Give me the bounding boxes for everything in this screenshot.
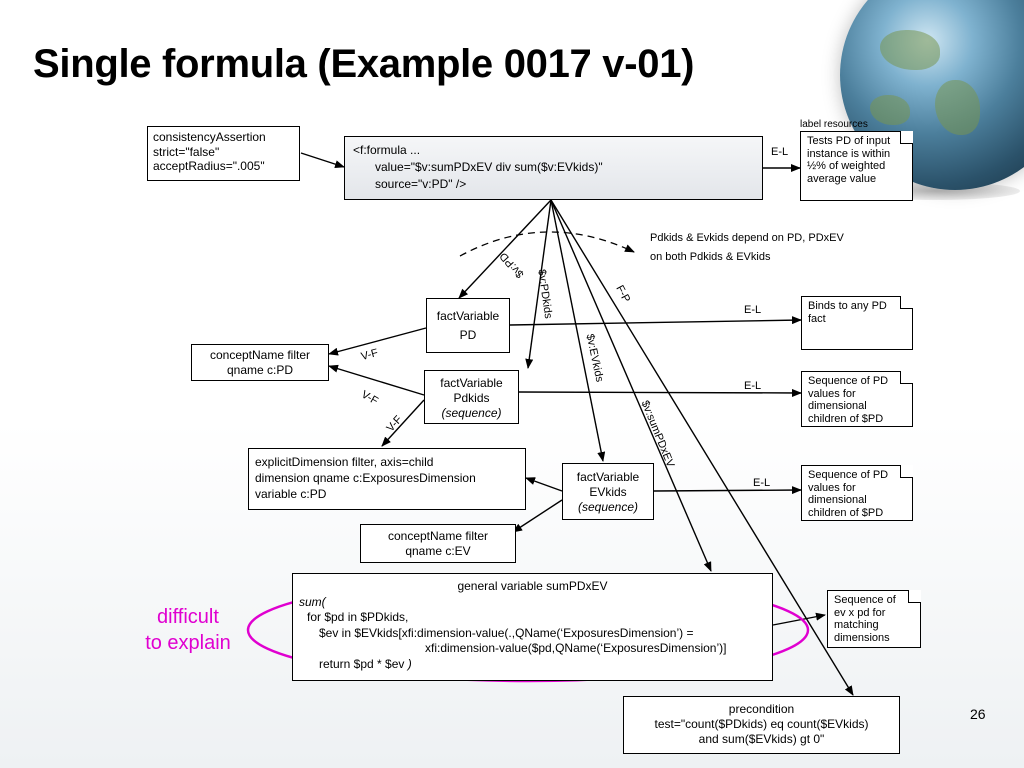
precondition-line-3: and sum($EVkids) gt 0" bbox=[698, 732, 825, 746]
factvariable-evkids-box: factVariable EVkids (sequence) bbox=[562, 463, 654, 520]
edge-label-el-evkids: E-L bbox=[753, 477, 771, 489]
conceptname-ev-box: conceptName filter qname c:EV bbox=[360, 524, 516, 563]
consistency-line-2: strict="false" bbox=[153, 144, 220, 159]
pd-label-line-2: fact bbox=[808, 312, 826, 325]
note-fold-icon bbox=[900, 371, 913, 384]
annotation-line-2: to explain bbox=[145, 632, 231, 654]
general-variable-box: general variable sumPDxEV sum( for $pd i… bbox=[292, 573, 773, 681]
conceptname-pd-line-1: conceptName filter bbox=[209, 348, 311, 362]
evkids-label-line-1: Sequence of PD bbox=[808, 469, 889, 481]
annotation-line-1: difficult bbox=[157, 606, 219, 628]
pd-label-note: Binds to any PD fact bbox=[801, 296, 913, 350]
page-number: 26 bbox=[970, 706, 986, 722]
evkids-label-note: Sequence of PD values for dimensional ch… bbox=[801, 465, 913, 521]
slide-title: Single formula (Example 0017 v-01) bbox=[33, 42, 695, 86]
note-fold-icon bbox=[900, 296, 913, 309]
dependency-note-line-1: Pdkids & Evkids depend on PD, PDxEV bbox=[650, 232, 844, 244]
pdkids-label-note: Sequence of PD values for dimensional ch… bbox=[801, 371, 913, 427]
edge-label-el-pdkids: E-L bbox=[744, 380, 762, 392]
factvariable-pdkids-box: factVariable Pdkids (sequence) bbox=[424, 370, 519, 424]
general-variable-line-2: sum( bbox=[299, 594, 326, 609]
evkids-label-line-3: dimensional bbox=[808, 494, 867, 506]
conceptname-ev-line-2: qname c:EV bbox=[405, 543, 471, 558]
explicit-dimension-line-1: explicitDimension filter, axis=child bbox=[255, 455, 434, 469]
note-fold-icon bbox=[908, 590, 921, 603]
formula-label-line-4: average value bbox=[807, 172, 877, 185]
precondition-line-1: precondition bbox=[728, 702, 795, 716]
pd-label-line-1: Binds to any PD bbox=[808, 300, 887, 312]
factvariable-evkids-line-1: factVariable bbox=[576, 470, 640, 484]
note-fold-icon bbox=[900, 131, 913, 144]
pdkids-label-line-2: values for bbox=[808, 387, 856, 400]
explicit-dimension-line-2: dimension qname c:ExposuresDimension bbox=[255, 471, 476, 485]
note-fold-icon bbox=[900, 465, 913, 478]
general-variable-line-7: ) bbox=[407, 656, 412, 671]
explicit-dimension-line-3: variable c:PD bbox=[255, 487, 327, 501]
conceptname-ev-line-1: conceptName filter bbox=[387, 529, 489, 543]
general-label-line-3: matching bbox=[834, 619, 879, 631]
general-label-line-4: dimensions bbox=[834, 631, 890, 644]
formula-label-line-1: Tests PD of input bbox=[807, 135, 891, 147]
dependency-note-line-2: on both Pdkids & EVkids bbox=[650, 251, 771, 263]
factvariable-pd-line-1: factVariable bbox=[436, 309, 500, 323]
formula-label-note: Tests PD of input instance is within ½% … bbox=[800, 131, 913, 201]
edge-label-el-formula: E-L bbox=[771, 146, 789, 158]
formula-label-line-2: instance is within bbox=[807, 147, 891, 160]
general-label-line-2: ev x pd for bbox=[834, 606, 886, 619]
consistency-assertion-box: consistencyAssertion strict="false" acce… bbox=[147, 126, 300, 181]
evkids-label-line-2: values for bbox=[808, 481, 856, 494]
general-variable-line-3: for $pd in $PDkids, bbox=[307, 610, 409, 624]
formula-line-1: <f:formula ... bbox=[353, 143, 421, 157]
general-label-line-1: Sequence of bbox=[834, 594, 896, 606]
factvariable-pd-line-2: PD bbox=[459, 328, 477, 342]
general-variable-line-6: return $pd * $ev bbox=[319, 656, 405, 671]
consistency-line-1: consistencyAssertion bbox=[153, 130, 266, 144]
factvariable-pdkids-line-3: (sequence) bbox=[441, 406, 502, 420]
general-variable-line-4: $ev in $EVkids[xfi:dimension-value(.,QNa… bbox=[319, 625, 694, 640]
evkids-label-line-4: children of $PD bbox=[808, 506, 884, 519]
factvariable-pdkids-line-1: factVariable bbox=[440, 376, 503, 390]
consistency-line-3: acceptRadius=".005" bbox=[153, 159, 265, 173]
precondition-box: precondition test="count($PDkids) eq cou… bbox=[623, 696, 900, 754]
formula-label-line-3: ½% of weighted bbox=[807, 160, 886, 172]
explicit-dimension-box: explicitDimension filter, axis=child dim… bbox=[248, 448, 526, 510]
general-label-note: Sequence of ev x pd for matching dimensi… bbox=[827, 590, 921, 648]
formula-line-3: source="v:PD" /> bbox=[375, 177, 467, 191]
edge-label-el-pd: E-L bbox=[744, 304, 762, 316]
formula-line-2: value="$v:sumPDxEV div sum($v:EVkids)" bbox=[375, 160, 603, 174]
factvariable-pdkids-line-2: Pdkids bbox=[453, 391, 490, 405]
precondition-line-2: test="count($PDkids) eq count($EVkids) bbox=[654, 717, 869, 731]
annotation-text: difficult to explain bbox=[128, 604, 248, 656]
general-variable-line-5: xfi:dimension-value($pd,QName(‘Exposures… bbox=[425, 641, 727, 655]
pdkids-label-line-4: children of $PD bbox=[808, 412, 884, 425]
general-variable-line-1: general variable sumPDxEV bbox=[457, 579, 608, 593]
conceptname-pd-line-2: qname c:PD bbox=[226, 362, 294, 377]
pdkids-label-line-3: dimensional bbox=[808, 400, 867, 412]
label-resources-caption: label resources bbox=[800, 119, 868, 130]
conceptname-pd-box: conceptName filter qname c:PD bbox=[191, 344, 329, 381]
factvariable-evkids-line-3: (sequence) bbox=[577, 500, 639, 514]
formula-box: <f:formula ... value="$v:sumPDxEV div su… bbox=[344, 136, 763, 200]
pdkids-label-line-1: Sequence of PD bbox=[808, 375, 889, 387]
factvariable-pd-box: factVariable PD bbox=[426, 298, 510, 353]
factvariable-evkids-line-2: EVkids bbox=[589, 485, 627, 499]
